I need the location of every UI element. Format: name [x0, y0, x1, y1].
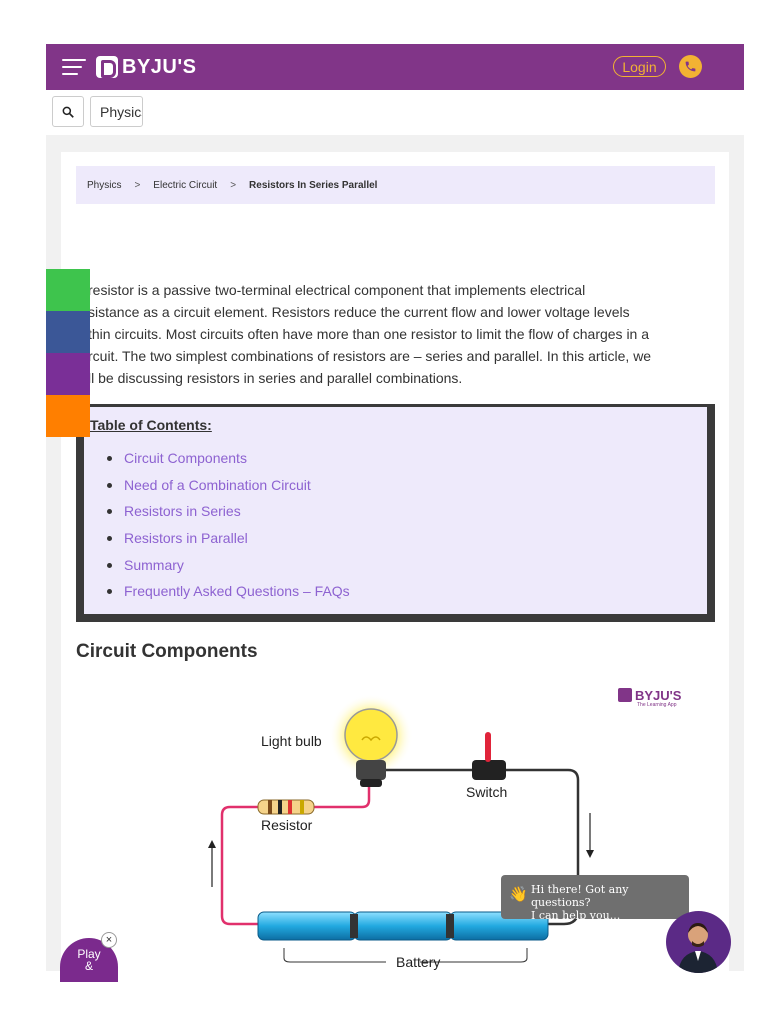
intro-line: thin circuits. Most circuits often have … — [88, 326, 650, 342]
chat-bubble[interactable]: 👋 Hi there! Got any questions? I can hel… — [501, 875, 689, 922]
share-facebook-button[interactable] — [46, 311, 90, 353]
close-icon[interactable]: × — [101, 932, 117, 948]
breadcrumb-separator: > — [134, 179, 141, 191]
chat-line: Hi there! Got any questions? — [531, 883, 629, 909]
breadcrumb-separator: > — [230, 179, 237, 191]
diagram-logo-tagline: The Learning App — [637, 702, 677, 708]
play-label: & — [84, 959, 93, 973]
search-input[interactable]: Physics — [90, 96, 143, 127]
toc-item[interactable]: Resistors in Series — [107, 498, 350, 525]
share-whatsapp-button[interactable] — [46, 269, 90, 311]
diagram-logo: BYJU'S The Learning App — [618, 688, 682, 708]
chat-avatar[interactable] — [666, 911, 731, 973]
label-light-bulb: Light bulb — [261, 733, 322, 749]
play-label: Play — [77, 947, 101, 961]
phone-icon[interactable] — [679, 55, 702, 78]
intro-paragraph: resistor is a passive two-terminal elect… — [88, 279, 715, 389]
diagram-logo-text: BYJU'S — [635, 688, 682, 703]
search-button[interactable] — [52, 96, 84, 127]
logo-mark-icon — [96, 56, 118, 78]
toc-item[interactable]: Summary — [107, 552, 350, 579]
hamburger-icon[interactable] — [62, 59, 86, 75]
toc-item[interactable]: Circuit Components — [107, 445, 350, 472]
toc-item[interactable]: Frequently Asked Questions – FAQs — [107, 578, 350, 605]
wire-left — [220, 805, 258, 926]
logo-text: BYJU'S — [122, 55, 197, 78]
byjus-logo[interactable]: BYJU'S — [96, 55, 196, 79]
label-switch: Switch — [466, 784, 507, 800]
light-bulb-icon — [344, 708, 398, 787]
current-arrow-down-icon — [586, 813, 594, 858]
share-byjus-button[interactable] — [46, 353, 90, 395]
breadcrumb-link-physics[interactable]: Physics — [87, 179, 122, 191]
label-battery: Battery — [396, 954, 440, 970]
breadcrumb: Physics > Electric Circuit > Resistors I… — [76, 166, 715, 204]
circuit-diagram: BYJU'S The Learning App Light bulb — [98, 680, 691, 971]
label-resistor: Resistor — [261, 817, 313, 833]
intro-line: ll be discussing resistors in series and… — [88, 370, 463, 386]
wire-resistor-bulb — [312, 787, 371, 809]
intro-line: rcuit. The two simplest combinations of … — [88, 348, 652, 364]
search-icon — [62, 106, 74, 118]
toc-item[interactable]: Resistors in Parallel — [107, 525, 350, 552]
breadcrumb-current: Resistors In Series Parallel — [249, 179, 378, 191]
resistor-icon — [257, 799, 315, 815]
toc-title: Table of Contents: — [90, 417, 212, 433]
breadcrumb-link-electric-circuit[interactable]: Electric Circuit — [153, 179, 218, 191]
toc-item[interactable]: Need of a Combination Circuit — [107, 472, 350, 499]
switch-icon — [472, 732, 506, 780]
chat-line: I can help you... — [531, 909, 621, 922]
toc-list: Circuit Components Need of a Combination… — [107, 445, 350, 605]
battery-bracket — [283, 948, 528, 963]
table-of-contents: Table of Contents: Circuit Components Ne… — [76, 404, 715, 622]
wave-icon: 👋 — [509, 885, 528, 903]
current-arrow-up-icon — [208, 840, 216, 887]
wire-top — [386, 768, 580, 926]
login-button[interactable]: Login — [613, 56, 666, 77]
share-more-button[interactable] — [46, 395, 90, 437]
top-navbar: BYJU'S Login — [46, 44, 744, 90]
section-title: Circuit Components — [76, 641, 258, 662]
intro-line: resistor is a passive two-terminal elect… — [88, 282, 586, 298]
intro-line: sistance as a circuit element. Resistors… — [88, 304, 630, 320]
battery-icon — [257, 911, 549, 941]
